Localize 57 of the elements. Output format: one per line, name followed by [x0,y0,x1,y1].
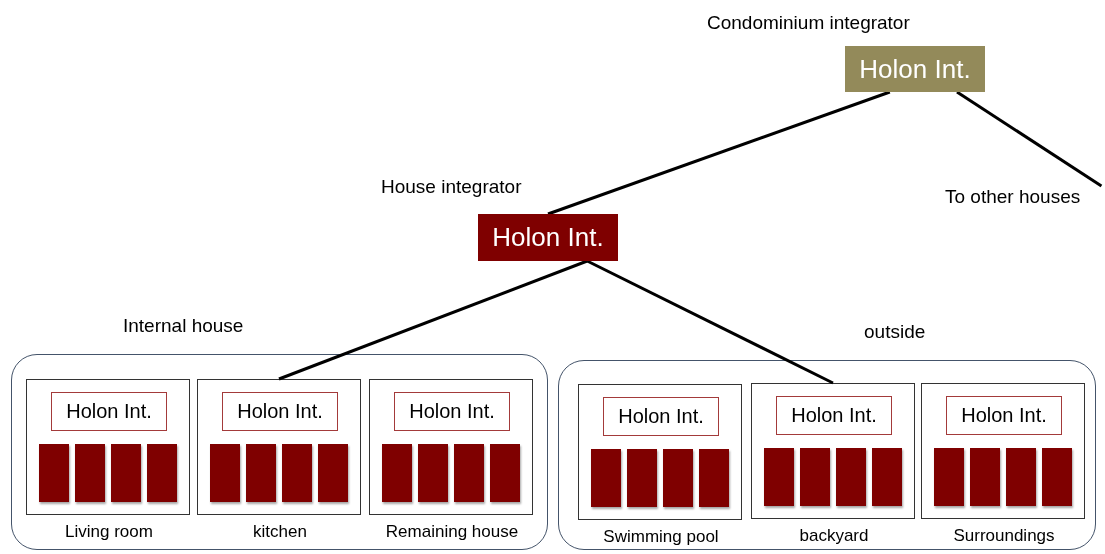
device-bar [1006,448,1036,506]
level-heading: Condominium integrator [707,12,910,34]
device-bar [970,448,1000,506]
device-bar [490,444,520,502]
device-bar [764,448,794,506]
integrator-box [776,396,892,435]
connector-line [586,259,834,385]
integrator-label: Holon Int. [791,404,877,427]
integrator-label: Holon Int. [237,400,323,423]
device-bar [75,444,105,502]
integrator-box [394,392,510,431]
integrator-label: Holon Int. [492,222,604,253]
integrator-label: Holon Int. [409,400,495,423]
device-bar [382,444,412,502]
integrator-label: Holon Int. [618,405,704,428]
device-bar [934,448,964,506]
device-bar [147,444,177,502]
room-label: kitchen [252,522,308,542]
group-heading: outside [864,321,926,343]
device-bar [699,449,729,507]
device-bar [454,444,484,502]
device-bar [210,444,240,502]
device-bar [836,448,866,506]
device-bar [282,444,312,502]
connector-line [278,259,588,381]
connector-label: To other houses [945,186,1082,208]
device-bar [1042,448,1072,506]
device-bar [663,449,693,507]
integrator-label: Holon Int. [859,53,971,85]
integrator-box [845,46,985,92]
integrator-label: Holon Int. [66,400,152,423]
device-bar [246,444,276,502]
device-bar [872,448,902,506]
device-bar [39,444,69,502]
integrator-box [946,396,1062,435]
room-label: Living room [64,522,154,542]
room-label: backyard [798,526,870,546]
device-bar [318,444,348,502]
group-panel [558,360,1096,550]
room-label: Swimming pool [602,527,720,547]
integrator-box [51,392,167,431]
connector-line [956,90,1103,188]
room-label: Remaining house [384,522,520,542]
integrator-box [478,214,618,261]
device-bar [111,444,141,502]
device-bar [591,449,621,507]
room-label: Surroundings [952,526,1056,546]
integrator-label: Holon Int. [961,404,1047,427]
connector-line [547,90,891,216]
integrator-box [222,392,338,431]
level-heading: House integrator [381,176,522,198]
device-bar [627,449,657,507]
integrator-box [603,397,719,436]
group-heading: Internal house [123,315,244,337]
device-bar [418,444,448,502]
device-bar [800,448,830,506]
group-panel [11,354,548,550]
